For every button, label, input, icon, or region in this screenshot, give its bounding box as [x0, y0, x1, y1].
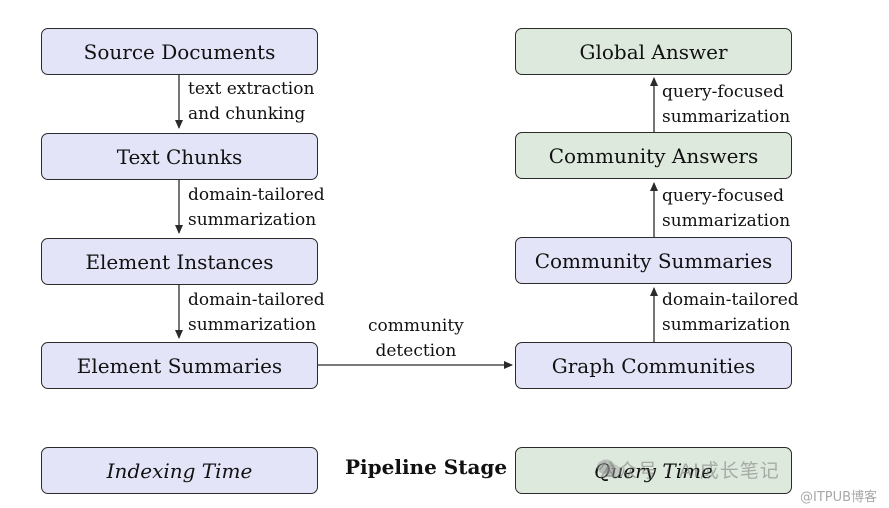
community-answers-box: Community Answers — [515, 132, 792, 179]
element-summaries-box: Element Summaries — [41, 342, 318, 389]
edge-label-text-extraction: text extraction and chunking — [188, 77, 314, 127]
edge-label-line: summarization — [662, 315, 791, 335]
edge-label-line: detection — [375, 341, 457, 361]
watermark-source: @ITPUB博客 — [800, 490, 878, 505]
legend-pipeline-stage: Pipeline Stage — [345, 455, 508, 479]
legend-indexing-time: Indexing Time — [41, 447, 318, 494]
legend-query-time: Query Time — [515, 447, 792, 494]
watermark-text: 公众号 · AI成长笔记 — [598, 460, 780, 482]
text-chunks-box: Text Chunks — [41, 133, 318, 180]
edge-label-line: domain-tailored — [662, 290, 799, 310]
edge-label-line: domain-tailored — [188, 290, 325, 310]
edge-label-line: community — [368, 316, 464, 336]
global-answer-box: Global Answer — [515, 28, 792, 75]
edge-label-line: and chunking — [188, 104, 306, 124]
edge-label-line: domain-tailored — [188, 185, 325, 205]
edge-label-domain-tailored-3: domain-tailored summarization — [662, 288, 799, 338]
source-documents-box: Source Documents — [41, 28, 318, 75]
edge-label-domain-tailored-1: domain-tailored summarization — [188, 183, 325, 233]
element-instances-box: Element Instances — [41, 238, 318, 285]
edge-label-line: summarization — [662, 107, 791, 127]
community-summaries-box: Community Summaries — [515, 237, 792, 284]
edge-label-line: summarization — [662, 211, 791, 231]
wechat-logo-icon — [597, 459, 621, 478]
edge-label-query-focused-2: query-focused summarization — [662, 184, 790, 234]
edge-label-query-focused-1: query-focused summarization — [662, 80, 790, 130]
edge-label-line: summarization — [188, 210, 317, 230]
graph-communities-box: Graph Communities — [515, 342, 792, 389]
edge-label-domain-tailored-2: domain-tailored summarization — [188, 288, 325, 338]
edge-label-line: query-focused — [662, 82, 785, 102]
edge-label-line: query-focused — [662, 186, 785, 206]
edge-label-line: summarization — [188, 315, 317, 335]
edge-label-community-detection: community detection — [368, 314, 464, 364]
edge-label-line: text extraction — [188, 79, 315, 99]
